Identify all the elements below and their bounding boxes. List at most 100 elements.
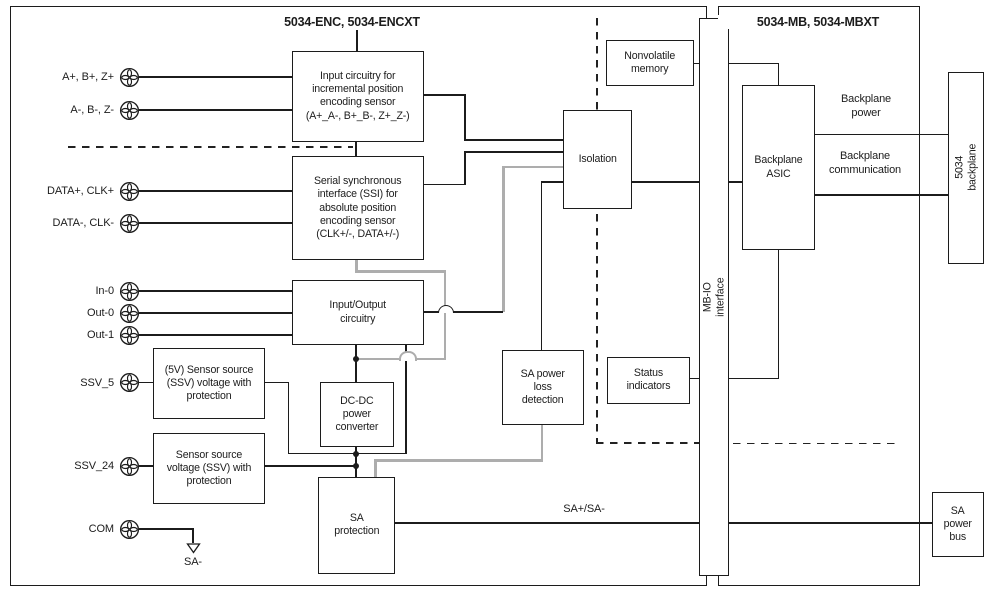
sa-power-bus-label: SA power bus: [943, 504, 972, 543]
terminal-screw-icon: [119, 100, 140, 121]
ssv5-label: (5V) Sensor source (SSV) voltage with pr…: [164, 363, 254, 403]
status-indicators-label: Status indicators: [626, 366, 671, 393]
wire-io-to-dcdc: [355, 343, 357, 384]
terminal-screw-icon: [119, 372, 140, 393]
sa-protection-label: SA protection: [334, 511, 380, 538]
wire-ssv5-h2: [287, 452, 407, 455]
wire-backplane-comm: [813, 194, 950, 196]
backplane-communication-label: Backplane communication: [828, 150, 902, 176]
wire-backplane-power: [813, 133, 950, 136]
mb-module-title: 5034-MB, 5034-MBXT: [718, 15, 918, 29]
wire-ssv24-h: [263, 465, 358, 467]
ssv24-label: Sensor source voltage (SSV) with protect…: [166, 448, 252, 488]
dcdc-converter-box: DC-DC power converter: [320, 382, 394, 447]
terminal-label-a-plus: A+, B+, Z+: [62, 71, 114, 83]
io-circuitry-box: Input/Output circuitry: [291, 280, 424, 346]
sa-protection-box: SA protection: [318, 476, 396, 574]
mb-io-interface-box: MB-IO interface: [699, 18, 730, 576]
wire-ssi-power-h2a: [355, 357, 399, 361]
wire-hop-gray-over-black: [398, 350, 417, 362]
sa-power-bus-box: SA power bus: [931, 491, 984, 557]
wire-ssv5-h1: [263, 381, 290, 384]
wire-title-stub: [356, 29, 358, 52]
wire-iso-to-saloss-h: [540, 181, 564, 183]
terminal-label-ssv5: SSV_5: [80, 377, 114, 389]
input-circuitry-label: Input circuitry for incremental position…: [305, 69, 410, 122]
dashed-separator-horizontal-mid: [596, 442, 699, 444]
input-circuitry-box: Input circuitry for incremental position…: [291, 50, 424, 142]
wire-input-to-iso-h1: [421, 94, 466, 96]
wire-saprot-to-loss-h: [374, 459, 543, 462]
terminal-screw-icon: [119, 303, 140, 324]
wire-data-plus: [139, 190, 292, 192]
wire-saprot-to-loss-v2: [540, 423, 544, 462]
wire-ssv24-lead: [139, 465, 154, 467]
wire-ssi-power-v2: [443, 270, 447, 360]
sa-minus-label: SA-: [184, 556, 202, 568]
dashed-separator-vertical: [596, 18, 598, 443]
terminal-label-data-minus: DATA-, CLK-: [52, 217, 115, 229]
ssv5-box: (5V) Sensor source (SSV) voltage with pr…: [152, 348, 266, 419]
wire-iso-to-saloss-v: [540, 181, 543, 351]
wire-input-to-iso-h2: [464, 139, 565, 141]
backplane-asic-label: Backplane ASIC: [754, 154, 803, 180]
wire-io-out-a: [421, 311, 439, 313]
wire-io-out-b: [451, 311, 504, 313]
terminal-label-data-plus: DATA+, CLK+: [47, 185, 114, 197]
junction-dot: [353, 355, 360, 362]
junction-dot: [353, 463, 360, 469]
mb-io-interface-label: MB-IO interface: [700, 277, 727, 317]
wire-asic-top-v: [777, 62, 780, 87]
isolation-label: Isolation: [578, 152, 617, 165]
terminal-label-out0: Out-0: [86, 307, 114, 319]
ssv24-box: Sensor source voltage (SSV) with protect…: [152, 433, 266, 504]
terminal-screw-icon: [119, 181, 140, 202]
terminal-screw-icon: [119, 213, 140, 234]
terminal-label-out1: Out-1: [86, 329, 114, 341]
nonvolatile-memory-label: Nonvolatile memory: [624, 49, 676, 76]
wire-io-bottom-v406: [405, 343, 407, 455]
wire-a-plus: [139, 76, 292, 78]
wire-ssv5-lead: [139, 381, 154, 384]
backplane-power-label: Backplane power: [840, 93, 892, 119]
wire-input-ssi-link: [355, 140, 357, 157]
wire-out0: [139, 312, 292, 314]
terminal-screw-icon: [119, 456, 140, 477]
wire-ssi-power-h2b: [412, 357, 447, 361]
wire-asic-bottom-v: [777, 248, 780, 379]
terminal-screw-icon: [119, 67, 140, 88]
5034-backplane-label: 5034 backplane: [952, 144, 978, 192]
nonvolatile-memory-box: Nonvolatile memory: [605, 40, 694, 87]
terminal-screw-icon: [119, 281, 140, 302]
wire-saprot-to-loss-v1: [374, 459, 377, 478]
io-circuitry-label: Input/Output circuitry: [329, 299, 386, 325]
5034-backplane-box: 5034 backplane: [948, 71, 984, 264]
enc-module-title: 5034-ENC, 5034-ENCXT: [252, 15, 452, 29]
wire-io-to-isolation-horz: [502, 165, 564, 168]
wire-status-asic-h: [688, 377, 780, 380]
wire-nonvol-asic-h: [691, 62, 780, 65]
sa-power-loss-box: SA power loss detection: [501, 350, 584, 425]
wire-ssi-to-iso-h1: [421, 183, 466, 186]
wire-data-minus: [139, 222, 292, 224]
wire-input-to-iso-v: [464, 94, 466, 141]
ssi-interface-box: Serial synchronous interface (SSI) for a…: [291, 156, 424, 261]
wire-com-h: [139, 528, 193, 530]
sa-line-label: SA+/SA-: [563, 503, 605, 515]
wire-hop-black-over-gray: [438, 304, 454, 314]
wire-dcdc-to-saprot: [355, 444, 357, 478]
wire-ssv5-v: [287, 381, 290, 455]
backplane-asic-box: Backplane ASIC: [741, 85, 816, 251]
terminal-label-ssv24: SSV_24: [74, 460, 114, 472]
ssi-interface-label: Serial synchronous interface (SSI) for a…: [313, 175, 402, 240]
down-arrow-icon: [185, 543, 201, 554]
isolation-box: Isolation: [563, 110, 632, 209]
wire-io-to-isolation-vert: [502, 166, 505, 312]
wire-ssi-power-v1: [355, 256, 358, 273]
terminal-label-com: COM: [88, 523, 114, 535]
wire-iso-asic-h: [630, 181, 743, 183]
wire-ssi-power-h1: [355, 270, 446, 273]
wire-ssi-to-iso-h2: [464, 151, 565, 153]
terminal-label-a-minus: A-, B-, Z-: [70, 104, 114, 116]
terminal-screw-icon: [119, 325, 140, 346]
